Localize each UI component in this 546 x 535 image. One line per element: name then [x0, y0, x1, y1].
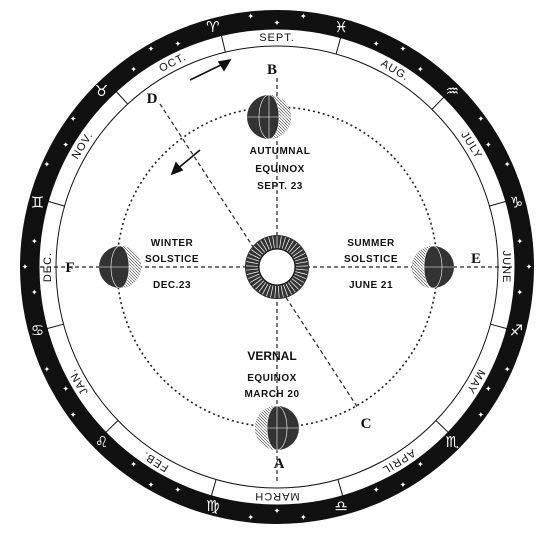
star-icon: ✦: [274, 19, 281, 28]
summer-label-3: JUNE 21: [349, 280, 393, 291]
star-icon: ✦: [478, 114, 485, 123]
star-icon: ✦: [148, 481, 155, 490]
star-icon: ✦: [174, 40, 181, 49]
star-icon: ✦: [300, 12, 307, 21]
star-icon: ✦: [31, 288, 38, 297]
star-icon: ✦: [62, 141, 69, 150]
star-icon: ✦: [400, 44, 407, 53]
star-icon: ✦: [31, 237, 38, 246]
winter-label-1: WINTER: [151, 238, 194, 249]
star-icon: ✦: [417, 65, 424, 74]
point-label-a: A: [274, 456, 285, 472]
star-icon: ✦: [43, 160, 50, 169]
point-label-b: B: [267, 62, 277, 78]
star-icon: ✦: [516, 288, 523, 297]
zodiac-glyph: ♒: [446, 82, 459, 100]
summer-label-2: SOLSTICE: [344, 254, 398, 265]
vernal-label-3: MARCH 20: [244, 389, 299, 400]
zodiac-glyph: ♍: [206, 497, 219, 515]
zodiac-glyph: ♓: [334, 18, 347, 36]
star-icon: ✦: [22, 263, 29, 272]
earth-icon-vernal: [255, 406, 299, 450]
earth-icon-summer: [412, 246, 454, 288]
vernal-label-1: VERNAL: [247, 349, 296, 363]
autumnal-label-2: EQUINOX: [255, 164, 305, 175]
vernal-label-2: EQUINOX: [247, 373, 297, 384]
sun-icon: [245, 235, 309, 299]
star-icon: ✦: [62, 385, 69, 394]
point-label-c: C: [361, 416, 372, 432]
star-icon: ✦: [504, 160, 511, 169]
month-label: MARCH: [254, 490, 299, 502]
zodiac-glyph: ♏: [446, 433, 460, 451]
zodiac-glyph: ♐: [510, 322, 523, 340]
star-icon: ✦: [174, 485, 181, 494]
star-icon: ✦: [417, 460, 424, 469]
point-label-e: E: [471, 251, 481, 267]
star-icon: ✦: [373, 485, 380, 494]
star-icon: ✦: [516, 237, 523, 246]
zodiac-glyph: ♉: [95, 82, 108, 100]
zodiac-glyph: ♎: [334, 497, 347, 515]
zodiac-glyph: ♋: [31, 322, 44, 340]
star-icon: ✦: [504, 365, 511, 374]
star-icon: ✦: [485, 141, 492, 150]
star-icon: ✦: [130, 65, 137, 74]
star-icon: ✦: [70, 114, 77, 123]
zodiac-glyph: ♑: [510, 193, 523, 211]
star-icon: ✦: [400, 481, 407, 490]
summer-label-1: SUMMER: [347, 238, 395, 249]
star-icon: ✦: [485, 385, 492, 394]
autumnal-label-1: AUTUMNAL: [250, 146, 311, 157]
earth-icon-winter: [99, 246, 141, 288]
star-icon: ✦: [373, 40, 380, 49]
point-label-f: F: [65, 260, 74, 276]
star-icon: ✦: [478, 411, 485, 420]
zodiac-glyph: ♌: [95, 433, 108, 451]
winter-label-3: DEC.23: [153, 280, 191, 291]
star-icon: ✦: [148, 44, 155, 53]
point-label-d: D: [147, 91, 158, 107]
star-icon: ✦: [274, 507, 281, 516]
star-icon: ✦: [70, 411, 77, 420]
earth-icon-autumnal: [247, 95, 291, 139]
zodiac-glyph: ♈: [206, 18, 219, 36]
star-icon: ✦: [247, 12, 254, 21]
zodiac-glyph: ♊: [31, 193, 44, 211]
star-icon: ✦: [300, 513, 307, 522]
month-label: SEPT.: [259, 32, 295, 44]
star-icon: ✦: [247, 513, 254, 522]
winter-label-2: SOLSTICE: [145, 254, 199, 265]
star-icon: ✦: [526, 263, 533, 272]
star-icon: ✦: [43, 365, 50, 374]
star-icon: ✦: [130, 460, 137, 469]
autumnal-label-3: SEPT. 23: [257, 181, 303, 192]
